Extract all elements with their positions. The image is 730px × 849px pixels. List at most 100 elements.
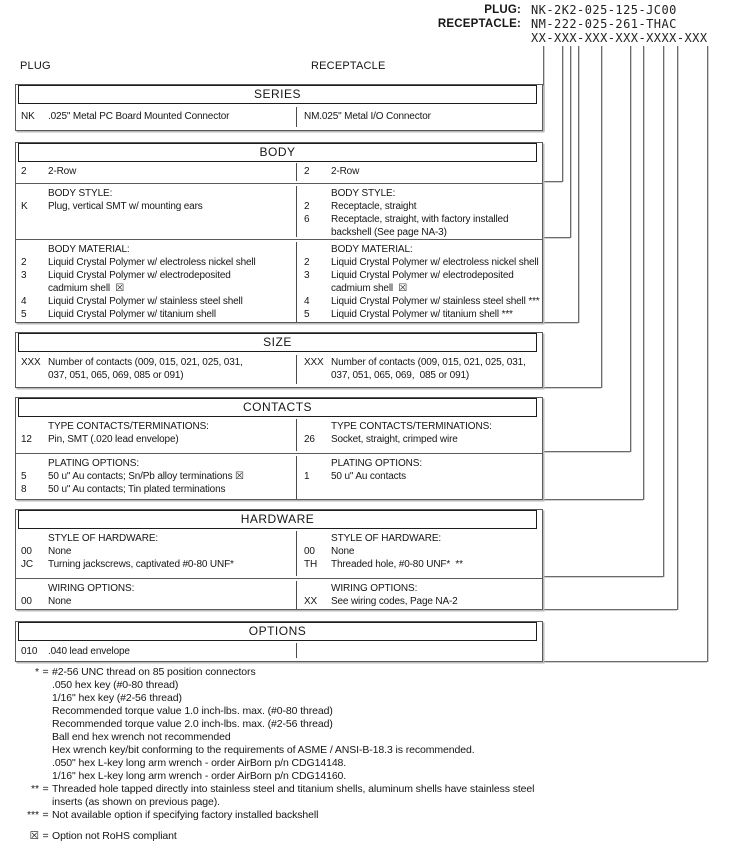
footnote-line: Recommended torque value 1.0 inch-lbs. m… <box>52 705 333 717</box>
section-hardware-header: HARDWARE <box>18 510 537 529</box>
body-material-left-code-4: 5 <box>21 309 27 320</box>
footnote-line: **=Threaded hole tapped directly into st… <box>31 783 535 808</box>
hardware-wiring-label-right: WIRING OPTIONS: <box>331 583 418 594</box>
size-right-code: XXX <box>304 357 324 368</box>
contacts-type-left-code: 12 <box>21 434 32 445</box>
footnote-line: .050 hex key (#0-80 thread) <box>52 679 179 691</box>
series-plug-column: NK .025" Metal PC Board Mounted Connecto… <box>16 110 296 123</box>
body-material-right-desc-3: Liquid Crystal Polymer w/ stainless stee… <box>331 296 540 307</box>
footnote-line-rohs: ☒=Option not RoHS compliant <box>15 830 725 843</box>
size-content: XXX Number of contacts (009, 015, 021, 02… <box>16 352 542 389</box>
contacts-type-right-desc: Socket, straight, crimped wire <box>331 434 458 445</box>
footnote-line: Recommended torque value 2.0 inch-lbs. m… <box>52 718 333 730</box>
section-series-header: SERIES <box>18 85 537 104</box>
footnote-line: 1/16" hex key (#2-56 thread) <box>52 692 182 704</box>
body-material-right-desc-2: Liquid Crystal Polymer w/ electrodeposit… <box>331 270 514 294</box>
contacts-plating-divider <box>296 456 297 499</box>
body-row-block: 2 2-Row 2 2-Row <box>16 162 542 183</box>
body-row-left-code: 2 <box>21 166 27 177</box>
body-material-left-desc-3: Liquid Crystal Polymer w/ stainless stee… <box>48 296 243 307</box>
extension-line-size <box>541 387 601 388</box>
body-material-right-desc-4: Liquid Crystal Polymer w/ titanium shell… <box>331 309 513 320</box>
body-style-right-row-1: 2 Receptacle, straight <box>297 200 542 213</box>
footnote-line: *=#2-56 UNC thread on 85 position connec… <box>15 666 725 679</box>
body-material-left-code-1: 2 <box>21 257 27 268</box>
section-options: OPTIONS 010.040 lead envelope <box>15 621 543 662</box>
contacts-plating-left-desc-2: 50 u" Au contacts; Tin plated terminatio… <box>48 484 226 495</box>
pattern-line-size <box>601 46 602 388</box>
hardware-style-left-desc-2: Turning jackscrews, captivated #0-80 UNF… <box>48 559 234 570</box>
series-plug-desc: .025" Metal PC Board Mounted Connector <box>48 111 230 122</box>
contacts-type-label-left: TYPE CONTACTS/TERMINATIONS: <box>48 421 209 432</box>
extension-line-body-row <box>541 181 562 182</box>
body-style-label-left: BODY STYLE: <box>48 188 113 199</box>
pattern-line-body-row <box>562 46 563 182</box>
section-body: BODY 2 2-Row 2 2-Row BODY STYLE: K <box>15 142 543 323</box>
options-content: 010 .040 lead envelope <box>16 641 542 663</box>
contacts-plating-label-right: PLATING OPTIONS: <box>331 458 423 469</box>
receptacle-column-title: RECEPTACLE <box>311 60 386 72</box>
part-number-pattern: XX-XXX-XXX-XXX-XXXX-XXX <box>531 31 708 45</box>
hardware-style-left-code-1: 00 <box>21 546 32 557</box>
hardware-style-left-desc-1: None <box>48 546 72 557</box>
body-style-left-desc: Plug, vertical SMT w/ mounting ears <box>48 201 203 212</box>
footnote-line: Ball end hex wrench not recommended <box>52 731 231 743</box>
hardware-wiring-right-desc: See wiring codes, Page NA-2 <box>331 596 458 607</box>
body-material-label-left: BODY MATERIAL: <box>48 244 130 255</box>
body-row-divider <box>296 163 297 181</box>
body-style-right-desc-2: Receptacle, straight, with factory insta… <box>331 214 509 238</box>
body-row-left: 2 2-Row <box>16 165 296 178</box>
body-row-right-code: 2 <box>304 166 310 177</box>
rohs-checkbox-icon: ☒ <box>29 830 39 842</box>
hardware-style-left-code-2: JC <box>21 559 33 570</box>
extension-line-contacts-type <box>541 451 630 452</box>
body-material-left-desc-4: Liquid Crystal Polymer w/ titanium shell <box>48 309 216 320</box>
size-right-desc: Number of contacts (009, 015, 021, 025, … <box>331 357 526 381</box>
body-style-right-desc-1: Receptacle, straight <box>331 201 417 212</box>
body-style-left-code: K <box>21 201 28 212</box>
contacts-type-left-desc: Pin, SMT (.020 lead envelope) <box>48 434 179 445</box>
pattern-line-hardware-style <box>663 46 664 577</box>
contacts-plating-left-desc-1: 50 u" Au contacts; Sn/Pb alloy terminati… <box>48 471 244 482</box>
section-size-header: SIZE <box>18 333 537 352</box>
series-receptacle-column: NM .025" Metal I/O Connector <box>297 110 542 123</box>
options-left-code: 010 <box>21 646 38 657</box>
series-content: NK .025" Metal PC Board Mounted Connecto… <box>16 104 542 132</box>
contacts-type-label-right: TYPE CONTACTS/TERMINATIONS: <box>331 421 492 432</box>
pattern-line-options <box>707 46 708 662</box>
body-material-right-code-2: 3 <box>304 270 310 281</box>
size-left-desc: Number of contacts (009, 015, 021, 025, … <box>48 357 243 381</box>
contacts-plating-right-code: 1 <box>304 471 310 482</box>
options-column-divider <box>296 643 297 658</box>
extension-line-hardware-wiring <box>541 609 677 610</box>
hardware-wiring-right-code: XX <box>304 596 318 607</box>
extension-line-body-style <box>541 237 570 238</box>
hardware-style-right-code-1: 00 <box>304 546 315 557</box>
options-left-desc: .040 lead envelope <box>48 646 130 657</box>
body-style-right-code-2: 6 <box>304 214 310 225</box>
series-receptacle-row: NM .025" Metal I/O Connector <box>297 110 542 123</box>
contacts-type-block: TYPE CONTACTS/TERMINATIONS: 12 Pin, SMT (… <box>16 417 542 453</box>
pattern-line-series <box>543 46 544 131</box>
body-row-left-desc: 2-Row <box>48 166 77 177</box>
section-contacts-header: CONTACTS <box>18 398 537 417</box>
body-style-label-right: BODY STYLE: <box>331 188 396 199</box>
pattern-line-body-material <box>578 46 579 323</box>
footnote-line: 1/16" hex L-key long arm wrench - order … <box>52 770 347 782</box>
pattern-line-contacts-type <box>630 46 631 452</box>
body-material-left-code-2: 3 <box>21 270 27 281</box>
hardware-style-right-code-2: TH <box>304 559 318 570</box>
body-style-left-row: K Plug, vertical SMT w/ mounting ears <box>16 200 296 213</box>
body-style-right-code-1: 2 <box>304 201 310 212</box>
body-style-right-row-2: 6 Receptacle, straight, with factory ins… <box>297 213 542 239</box>
body-row-right: 2 2-Row <box>297 165 542 178</box>
body-material-right-code-1: 2 <box>304 257 310 268</box>
body-material-divider <box>296 242 297 322</box>
contacts-plating-left-code-2: 8 <box>21 484 27 495</box>
body-material-right-code-4: 5 <box>304 309 310 320</box>
